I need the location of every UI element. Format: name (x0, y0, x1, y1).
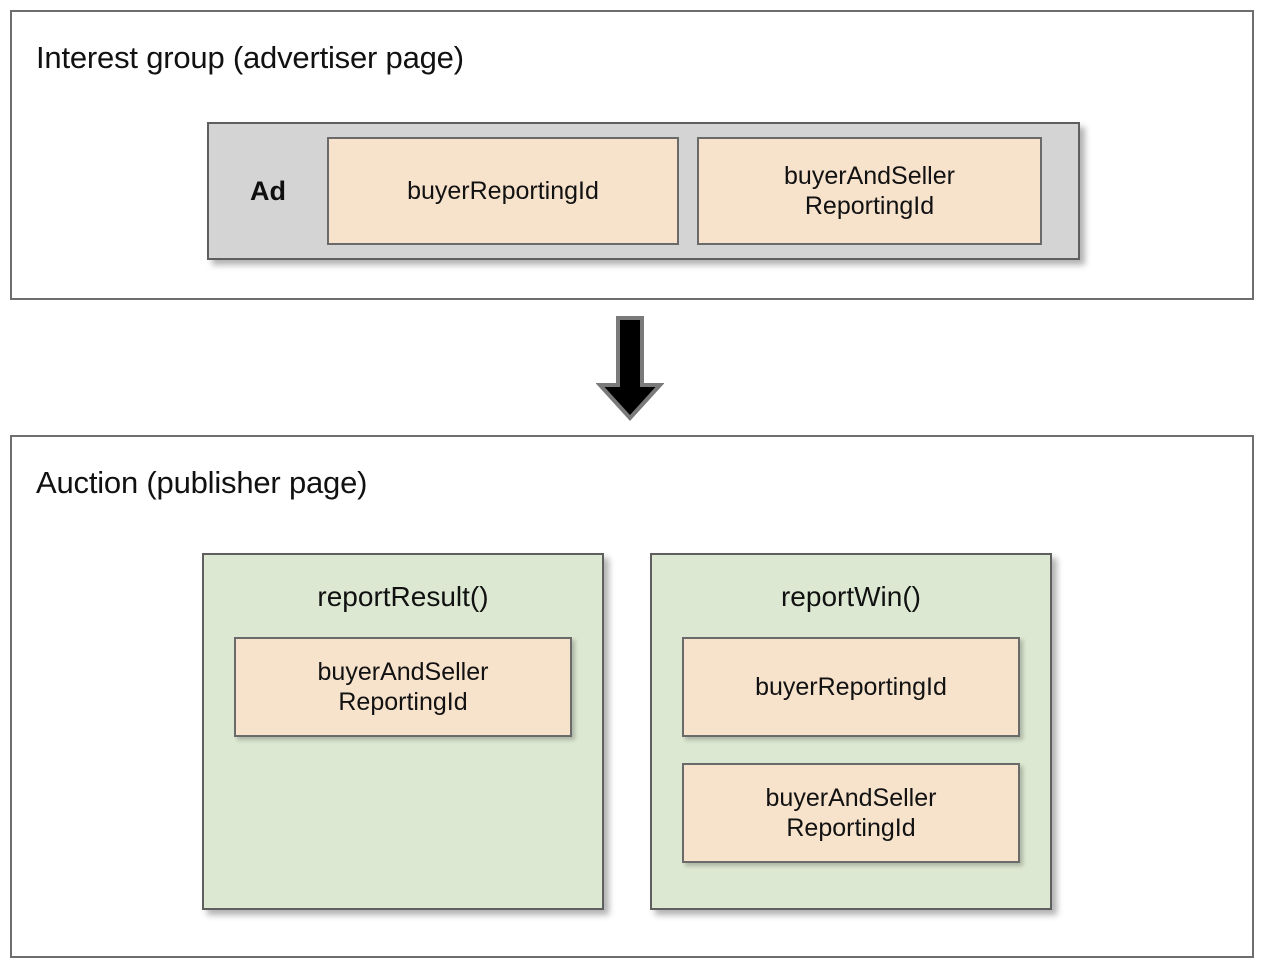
function-panel-report-result: reportResult() buyerAndSeller ReportingI… (202, 553, 604, 910)
chip-buyer-and-seller-reporting-id: buyerAndSeller ReportingId (234, 637, 572, 737)
function-panel-report-win: reportWin() buyerReportingId buyerAndSel… (650, 553, 1052, 910)
chip-buyer-reporting-id: buyerReportingId (327, 137, 679, 245)
chip-list-report-win: buyerReportingId buyerAndSeller Reportin… (652, 637, 1050, 863)
down-arrow-icon (596, 316, 664, 421)
chip-list-report-result: buyerAndSeller ReportingId (204, 637, 602, 737)
ad-label: Ad (250, 175, 286, 206)
chip-buyer-and-seller-reporting-id: buyerAndSeller ReportingId (697, 137, 1042, 245)
interest-group-title: Interest group (advertiser page) (36, 40, 464, 75)
ad-container: Ad buyerReportingId buyerAndSeller Repor… (207, 122, 1080, 260)
interest-group-section: Interest group (advertiser page) Ad buye… (10, 10, 1254, 300)
auction-section: Auction (publisher page) (10, 435, 1254, 958)
function-label-report-win: reportWin() (780, 581, 921, 612)
function-label-report-result: reportResult() (317, 581, 489, 612)
chip-buyer-and-seller-reporting-id: buyerAndSeller ReportingId (682, 763, 1020, 863)
chip-buyer-reporting-id: buyerReportingId (682, 637, 1020, 737)
auction-title: Auction (publisher page) (36, 465, 368, 500)
